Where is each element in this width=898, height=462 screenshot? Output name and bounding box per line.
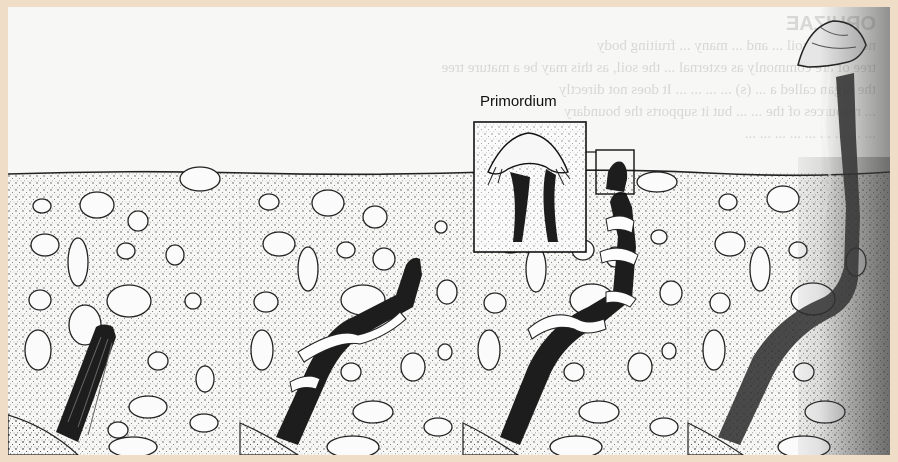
page-shadow bbox=[820, 7, 890, 455]
primordium-label: Primordium bbox=[480, 93, 557, 110]
mushroom-growth-illustration bbox=[8, 7, 890, 455]
primordium-inset bbox=[474, 122, 586, 252]
figure-frame: ORHIZAE nema ... of soil ... and ... man… bbox=[8, 7, 890, 455]
